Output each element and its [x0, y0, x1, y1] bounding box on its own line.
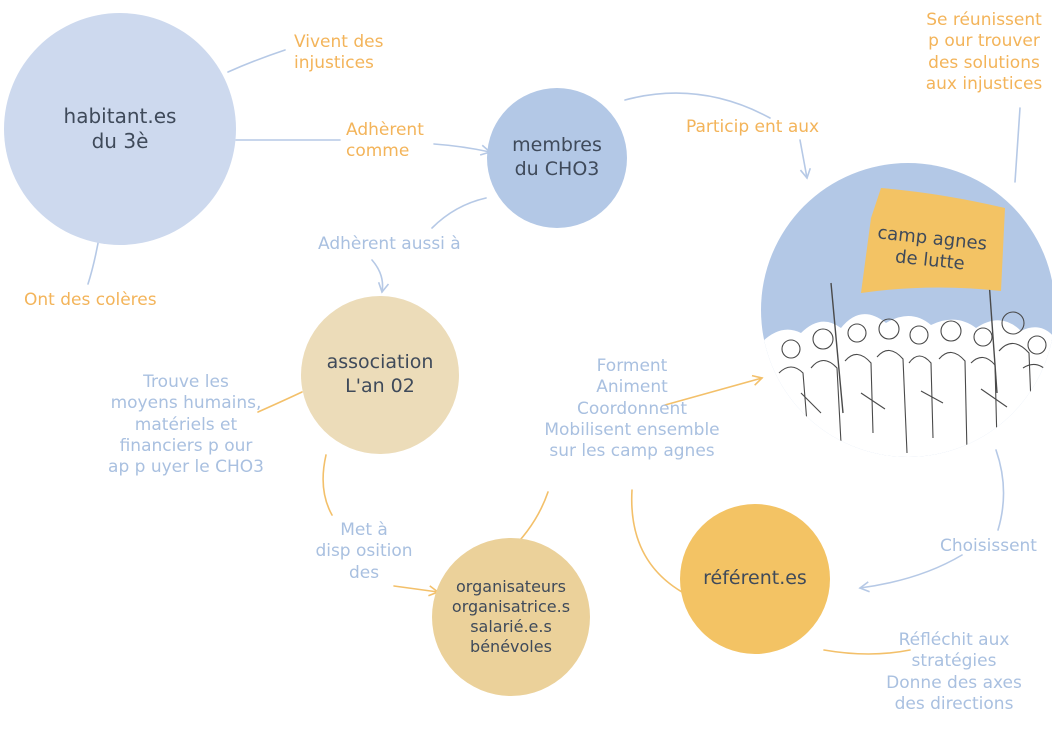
membres-label: membres du CHO3 — [512, 134, 602, 180]
habitants-node: habitant.es du 3è — [4, 13, 236, 245]
membres-node: membres du CHO3 — [487, 88, 627, 228]
line-association-met — [322, 454, 333, 516]
line-choisissent-referents — [858, 554, 963, 593]
campagnes-node — [761, 163, 1052, 457]
label-choisissent: Choisissent — [940, 536, 1037, 556]
line-forment-campagnes — [664, 374, 764, 406]
label-se-reunissent: Se réunissent p our trouver des solution… — [925, 10, 1043, 94]
label-colere: Ont des colères — [24, 290, 157, 310]
line-met-organisateurs — [393, 585, 440, 597]
label-adherent-aussi: Adhèrent aussi à — [318, 234, 461, 254]
label-forment: Forment Animent Coordonnent Mobilisent e… — [544, 356, 720, 461]
banner-shape — [861, 188, 1005, 293]
label-reflechit: Réfléchit aux stratégies Donne des axes … — [886, 630, 1022, 714]
line-membres-campagnes — [624, 92, 771, 119]
line-campagnes-choisissent — [995, 449, 1005, 531]
organisateurs-node: organisateurs organisatrice.s salarié.e.… — [432, 538, 590, 696]
line-reunissent — [1014, 107, 1021, 183]
label-participent: Particip ent aux — [686, 117, 820, 137]
organisateurs-label: organisateurs organisatrice.s salarié.e.… — [451, 577, 571, 656]
line-habitants-membres — [235, 139, 490, 152]
referents-label: référent.es — [703, 567, 807, 590]
association-label: association L'an 02 — [326, 351, 434, 397]
habitants-label: habitant.es du 3è — [63, 104, 177, 153]
line-trouve-association — [257, 391, 303, 413]
campagnes-banner: camp agnes de lutte — [856, 203, 1006, 297]
label-adherent-comme: Adhèrent comme — [346, 120, 424, 162]
line-referents-reflechit — [823, 649, 911, 655]
campagnes-label: camp agnes de lutte — [876, 221, 989, 275]
label-trouve: Trouve les moyens humains, matériels et … — [108, 372, 264, 477]
line-habitants-vivent — [227, 49, 286, 73]
line-membres-association — [372, 197, 487, 292]
label-met: Met à disp osition des — [315, 520, 413, 583]
crowd-illustration — [761, 280, 1052, 457]
referents-node: référent.es — [680, 504, 830, 654]
line-participent-arrow — [799, 139, 812, 180]
association-node: association L'an 02 — [301, 296, 459, 454]
label-vivent: Vivent des injustices — [294, 32, 384, 74]
line-forment-referents — [630, 489, 683, 593]
